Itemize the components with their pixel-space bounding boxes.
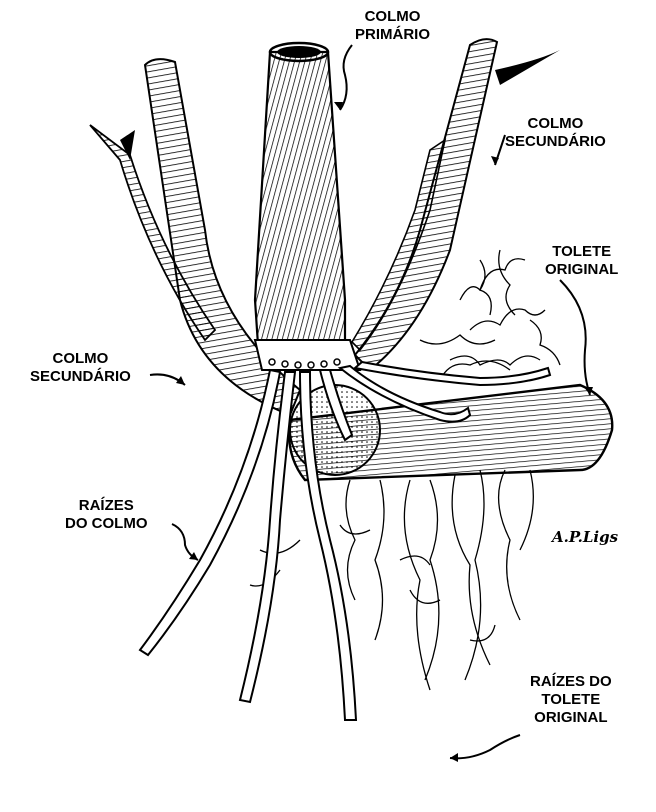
label-colmo-primario: COLMO PRIMÁRIO: [355, 8, 430, 44]
label-colmo-secundario-right: COLMO SECUNDÁRIO: [505, 115, 606, 151]
artist-signature: A.P.Ligs: [552, 528, 618, 546]
label-tolete-original: TOLETE ORIGINAL: [545, 243, 618, 279]
label-colmo-secundario-left: COLMO SECUNDÁRIO: [30, 350, 131, 386]
right-secondary-stalk: [352, 39, 560, 370]
primary-stalk: [255, 43, 360, 370]
label-raizes-do-tolete: RAÍZES DO TOLETE ORIGINAL: [530, 673, 612, 727]
label-raizes-do-colmo: RAÍZES DO COLMO: [65, 497, 148, 533]
